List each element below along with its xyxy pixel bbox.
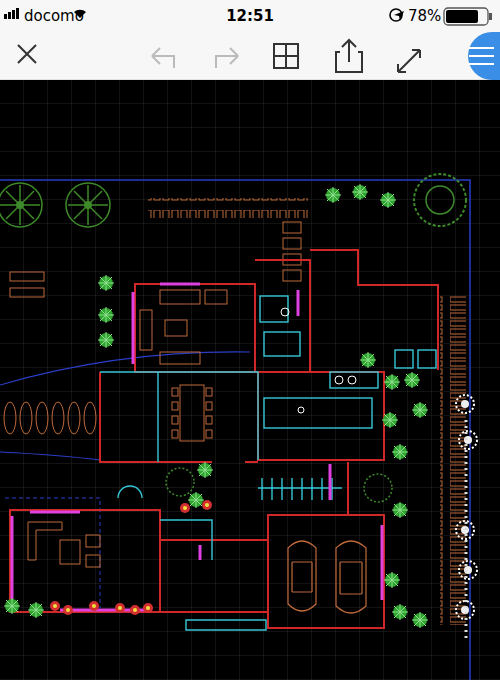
clock-time: 12:51 [226,7,274,25]
battery-level: 78% [408,7,441,25]
carrier-name: docomo [24,7,84,25]
